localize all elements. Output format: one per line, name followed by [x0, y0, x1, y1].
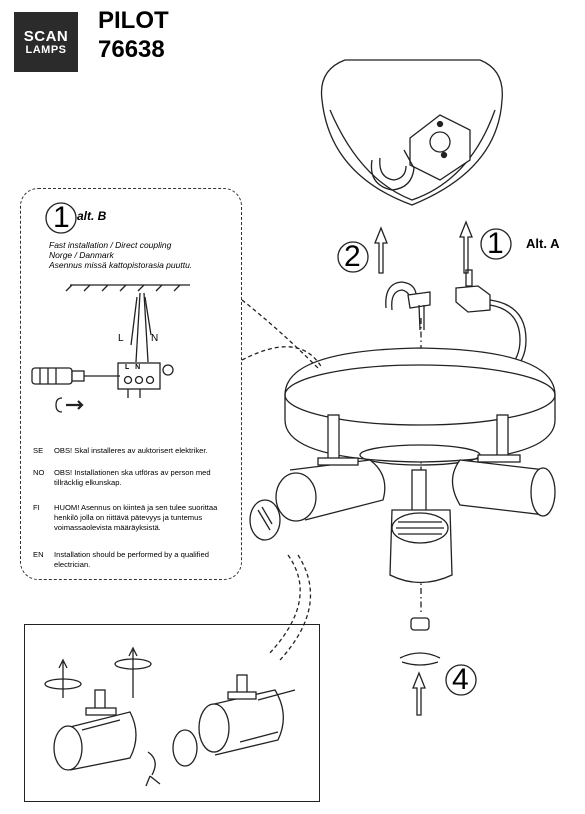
logo-line-1: SCAN — [23, 27, 69, 45]
mounting-hook-icon — [385, 281, 431, 331]
warning-code: FI — [33, 503, 40, 512]
detail-rotation-icon — [44, 646, 296, 787]
warning-code: SE — [33, 446, 44, 455]
warning-text: HUOM! Asennus on kiinteä ja sen tulee su… — [54, 503, 218, 532]
wire-label-n: N — [151, 333, 159, 344]
step-1-circle — [480, 228, 512, 260]
up-arrow-icon — [412, 671, 426, 716]
product-title: PILOT 76638 — [98, 6, 169, 64]
alt-b-line-3: Asennus missä kattopistorasia puuttu. — [49, 260, 193, 270]
step-2-number: 2 — [344, 240, 361, 273]
ceiling-hatch-icon — [65, 284, 190, 363]
step-4-number: 4 — [452, 663, 469, 696]
up-arrow-icon — [459, 220, 473, 274]
center-spotlight-icon — [389, 469, 453, 584]
alt-b-info: Fast installation / Direct coupling Norg… — [49, 240, 192, 270]
terminal-label: L N — [125, 364, 143, 371]
scan-lamps-logo: SCAN LAMPS — [14, 12, 78, 72]
up-arrow-icon — [374, 226, 388, 274]
warning-text: OBS! Skal installeres av auktorisert ele… — [54, 446, 208, 455]
end-cap-icon — [410, 617, 430, 631]
step-4-circle — [445, 664, 477, 696]
product-number: 76638 — [98, 36, 165, 63]
wire-label-l: L — [118, 333, 124, 344]
lamp-base-icon — [284, 347, 556, 466]
alt-b-panel — [20, 188, 242, 580]
rotate-arrow-icon — [55, 397, 63, 413]
product-name: PILOT — [98, 7, 169, 34]
warning-code: NO — [33, 468, 45, 477]
step-1-number: 1 — [487, 227, 504, 260]
screwdriver-icon — [31, 367, 120, 385]
alt-b-line-2: Norge / Danmark — [49, 250, 114, 260]
alt-b-step-number: 1 — [53, 201, 70, 234]
warning-text: Installation should be performed by a qu… — [54, 550, 209, 569]
detail-panel — [24, 624, 320, 802]
logo-line-2: LAMPS — [25, 43, 67, 56]
right-spotlight-icon — [451, 414, 556, 517]
warning-code: EN — [33, 550, 44, 559]
step-2-circle — [337, 241, 369, 273]
left-spotlight-icon — [249, 414, 386, 541]
alt-b-label: alt. B — [77, 209, 107, 223]
alt-a-label: Alt. A — [526, 236, 560, 251]
warning-text: OBS! Installationen ska utföras av perso… — [54, 468, 211, 487]
alt-b-line-1: Fast installation / Direct coupling — [49, 240, 172, 250]
ceiling-plate-icon — [320, 59, 503, 206]
rotate-arrow-icon — [399, 652, 441, 659]
